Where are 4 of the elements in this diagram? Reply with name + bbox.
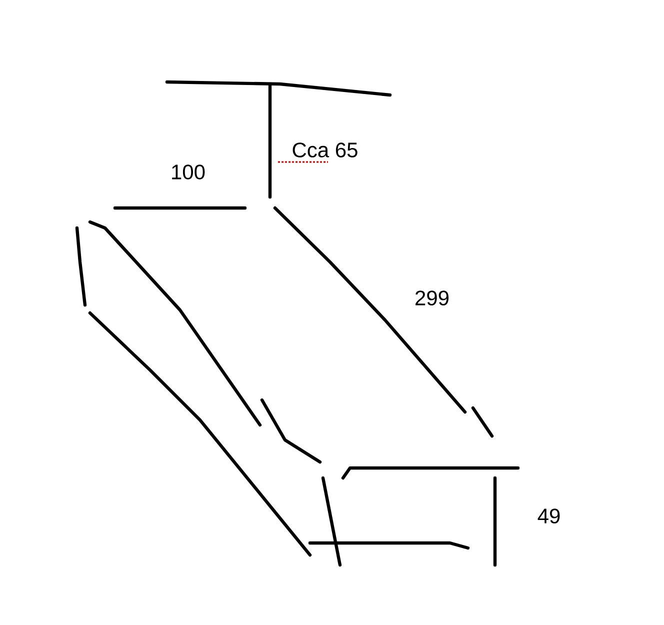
dimension-label: 49 xyxy=(538,508,560,524)
dimension-label: Cca 65 xyxy=(292,142,358,158)
dimension-label: 299 xyxy=(416,290,449,306)
dimension-label: 100 xyxy=(172,164,205,180)
